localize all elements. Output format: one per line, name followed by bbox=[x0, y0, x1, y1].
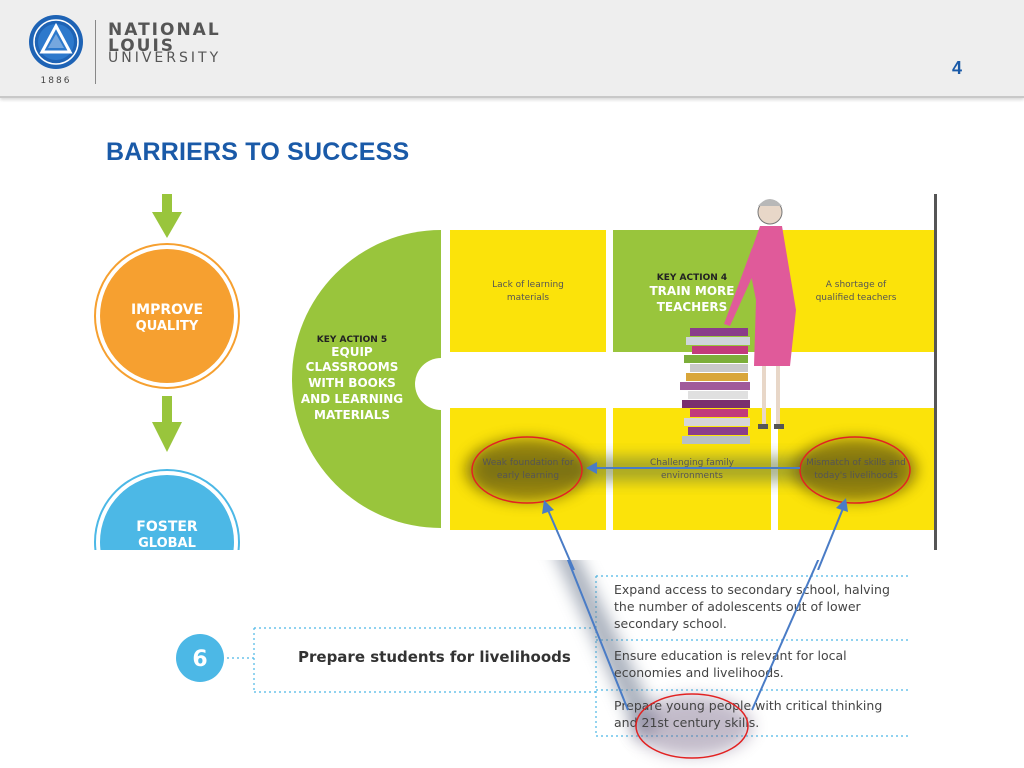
step-title: Prepare students for livelihoods bbox=[298, 648, 571, 666]
cell-weak-foundation-line: early learning bbox=[497, 471, 559, 481]
foster-global-circle: FOSTER GLOBAL bbox=[94, 469, 240, 550]
bullet-2-line: economies and livelihoods. bbox=[614, 665, 784, 680]
cell-weak-foundation-line: Weak foundation for bbox=[482, 458, 574, 468]
slide-header: 1886 NATIONAL LOUIS UNIVERSITY 4 bbox=[0, 0, 1024, 98]
highlight-ellipse-weak-foundation bbox=[471, 436, 583, 504]
arrowhead-icon bbox=[586, 462, 597, 474]
step-number: 6 bbox=[192, 647, 207, 672]
founded-year: 1886 bbox=[40, 76, 72, 86]
connector-arrow-right-upper bbox=[817, 505, 845, 570]
cell-mismatch-skills-line: Mismatch of skills and bbox=[806, 458, 906, 468]
connector-arrow-left-upper bbox=[547, 509, 575, 570]
key-action-5-label: KEY ACTION 5 bbox=[317, 335, 387, 345]
university-name-line1: NATIONAL bbox=[108, 20, 221, 40]
bullet-3-line: Prepare young people with critical think… bbox=[614, 698, 882, 713]
bullet-1-line: the number of adolescents out of lower bbox=[614, 599, 862, 614]
cell-shortage-teachers-line: A shortage of bbox=[826, 280, 887, 290]
key-action-4-label: KEY ACTION 4 bbox=[657, 273, 727, 283]
teacher-illustration-icon bbox=[680, 199, 796, 444]
logo-divider bbox=[95, 20, 96, 84]
cell-lack-materials-line: Lack of learning bbox=[492, 280, 564, 290]
bullet-1-line: Expand access to secondary school, halvi… bbox=[614, 582, 890, 597]
cell-lack-materials bbox=[450, 230, 606, 352]
step-number-circle bbox=[176, 634, 224, 682]
cell-lack-materials-line: materials bbox=[507, 293, 550, 303]
page-number: 4 bbox=[951, 58, 962, 78]
bullet-2-line: Ensure education is relevant for local bbox=[614, 648, 847, 663]
bullet-1-line: secondary school. bbox=[614, 616, 727, 631]
improve-quality-line2: QUALITY bbox=[136, 319, 199, 334]
connector-arrow-left-diagonal bbox=[566, 560, 629, 711]
highlight-ellipse-21st-century-skills bbox=[635, 693, 749, 759]
cell-challenging-family-line: Challenging family bbox=[650, 458, 735, 468]
diagonal-arrowheads bbox=[542, 498, 848, 570]
foster-global-line1: FOSTER bbox=[136, 519, 198, 535]
university-name-line2: LOUIS bbox=[108, 36, 176, 56]
key-action-4-title-line: TEACHERS bbox=[657, 300, 728, 314]
livelihoods-section: 6 Prepare students for livelihoods Expan… bbox=[176, 560, 910, 759]
key-action-5-title-line: WITH BOOKS bbox=[308, 376, 396, 390]
university-name-line3: UNIVERSITY bbox=[108, 50, 222, 66]
bullet-3-line: and 21st century skills. bbox=[614, 715, 759, 730]
key-action-5-title-line: AND LEARNING bbox=[301, 392, 403, 406]
foster-global-line2: GLOBAL bbox=[138, 536, 196, 550]
improve-quality-line1: IMPROVE bbox=[131, 302, 203, 318]
cell-challenging-family-line: environments bbox=[661, 471, 723, 481]
slide-title: BARRIERS TO SUCCESS bbox=[106, 138, 410, 166]
key-action-5-title-line: EQUIP bbox=[331, 345, 373, 359]
key-action-4-title-line: TRAIN MORE bbox=[650, 284, 735, 298]
university-seal-icon bbox=[29, 15, 83, 69]
barriers-infographic: IMPROVE QUALITY FOSTER GLOBAL KEY ACTION… bbox=[94, 194, 937, 550]
arrowhead-icon bbox=[836, 498, 848, 512]
down-arrow-icon bbox=[152, 194, 182, 238]
key-action-5-halfcircle: KEY ACTION 5 EQUIP CLASSROOMS WITH BOOKS… bbox=[292, 230, 451, 528]
key-action-5-title-line: MATERIALS bbox=[314, 408, 390, 422]
down-arrow-icon bbox=[152, 396, 182, 452]
arrowhead-icon bbox=[542, 500, 554, 514]
cell-shortage-teachers bbox=[778, 230, 934, 352]
cell-shortage-teachers-line: qualified teachers bbox=[816, 293, 897, 303]
cell-mismatch-skills-line: today's livelihoods bbox=[814, 471, 898, 481]
key-action-5-title-line: CLASSROOMS bbox=[306, 360, 399, 374]
highlight-ellipse-mismatch-skills bbox=[799, 436, 911, 504]
improve-quality-circle: IMPROVE QUALITY bbox=[94, 243, 240, 389]
connector-arrow-right-diagonal bbox=[751, 560, 820, 711]
